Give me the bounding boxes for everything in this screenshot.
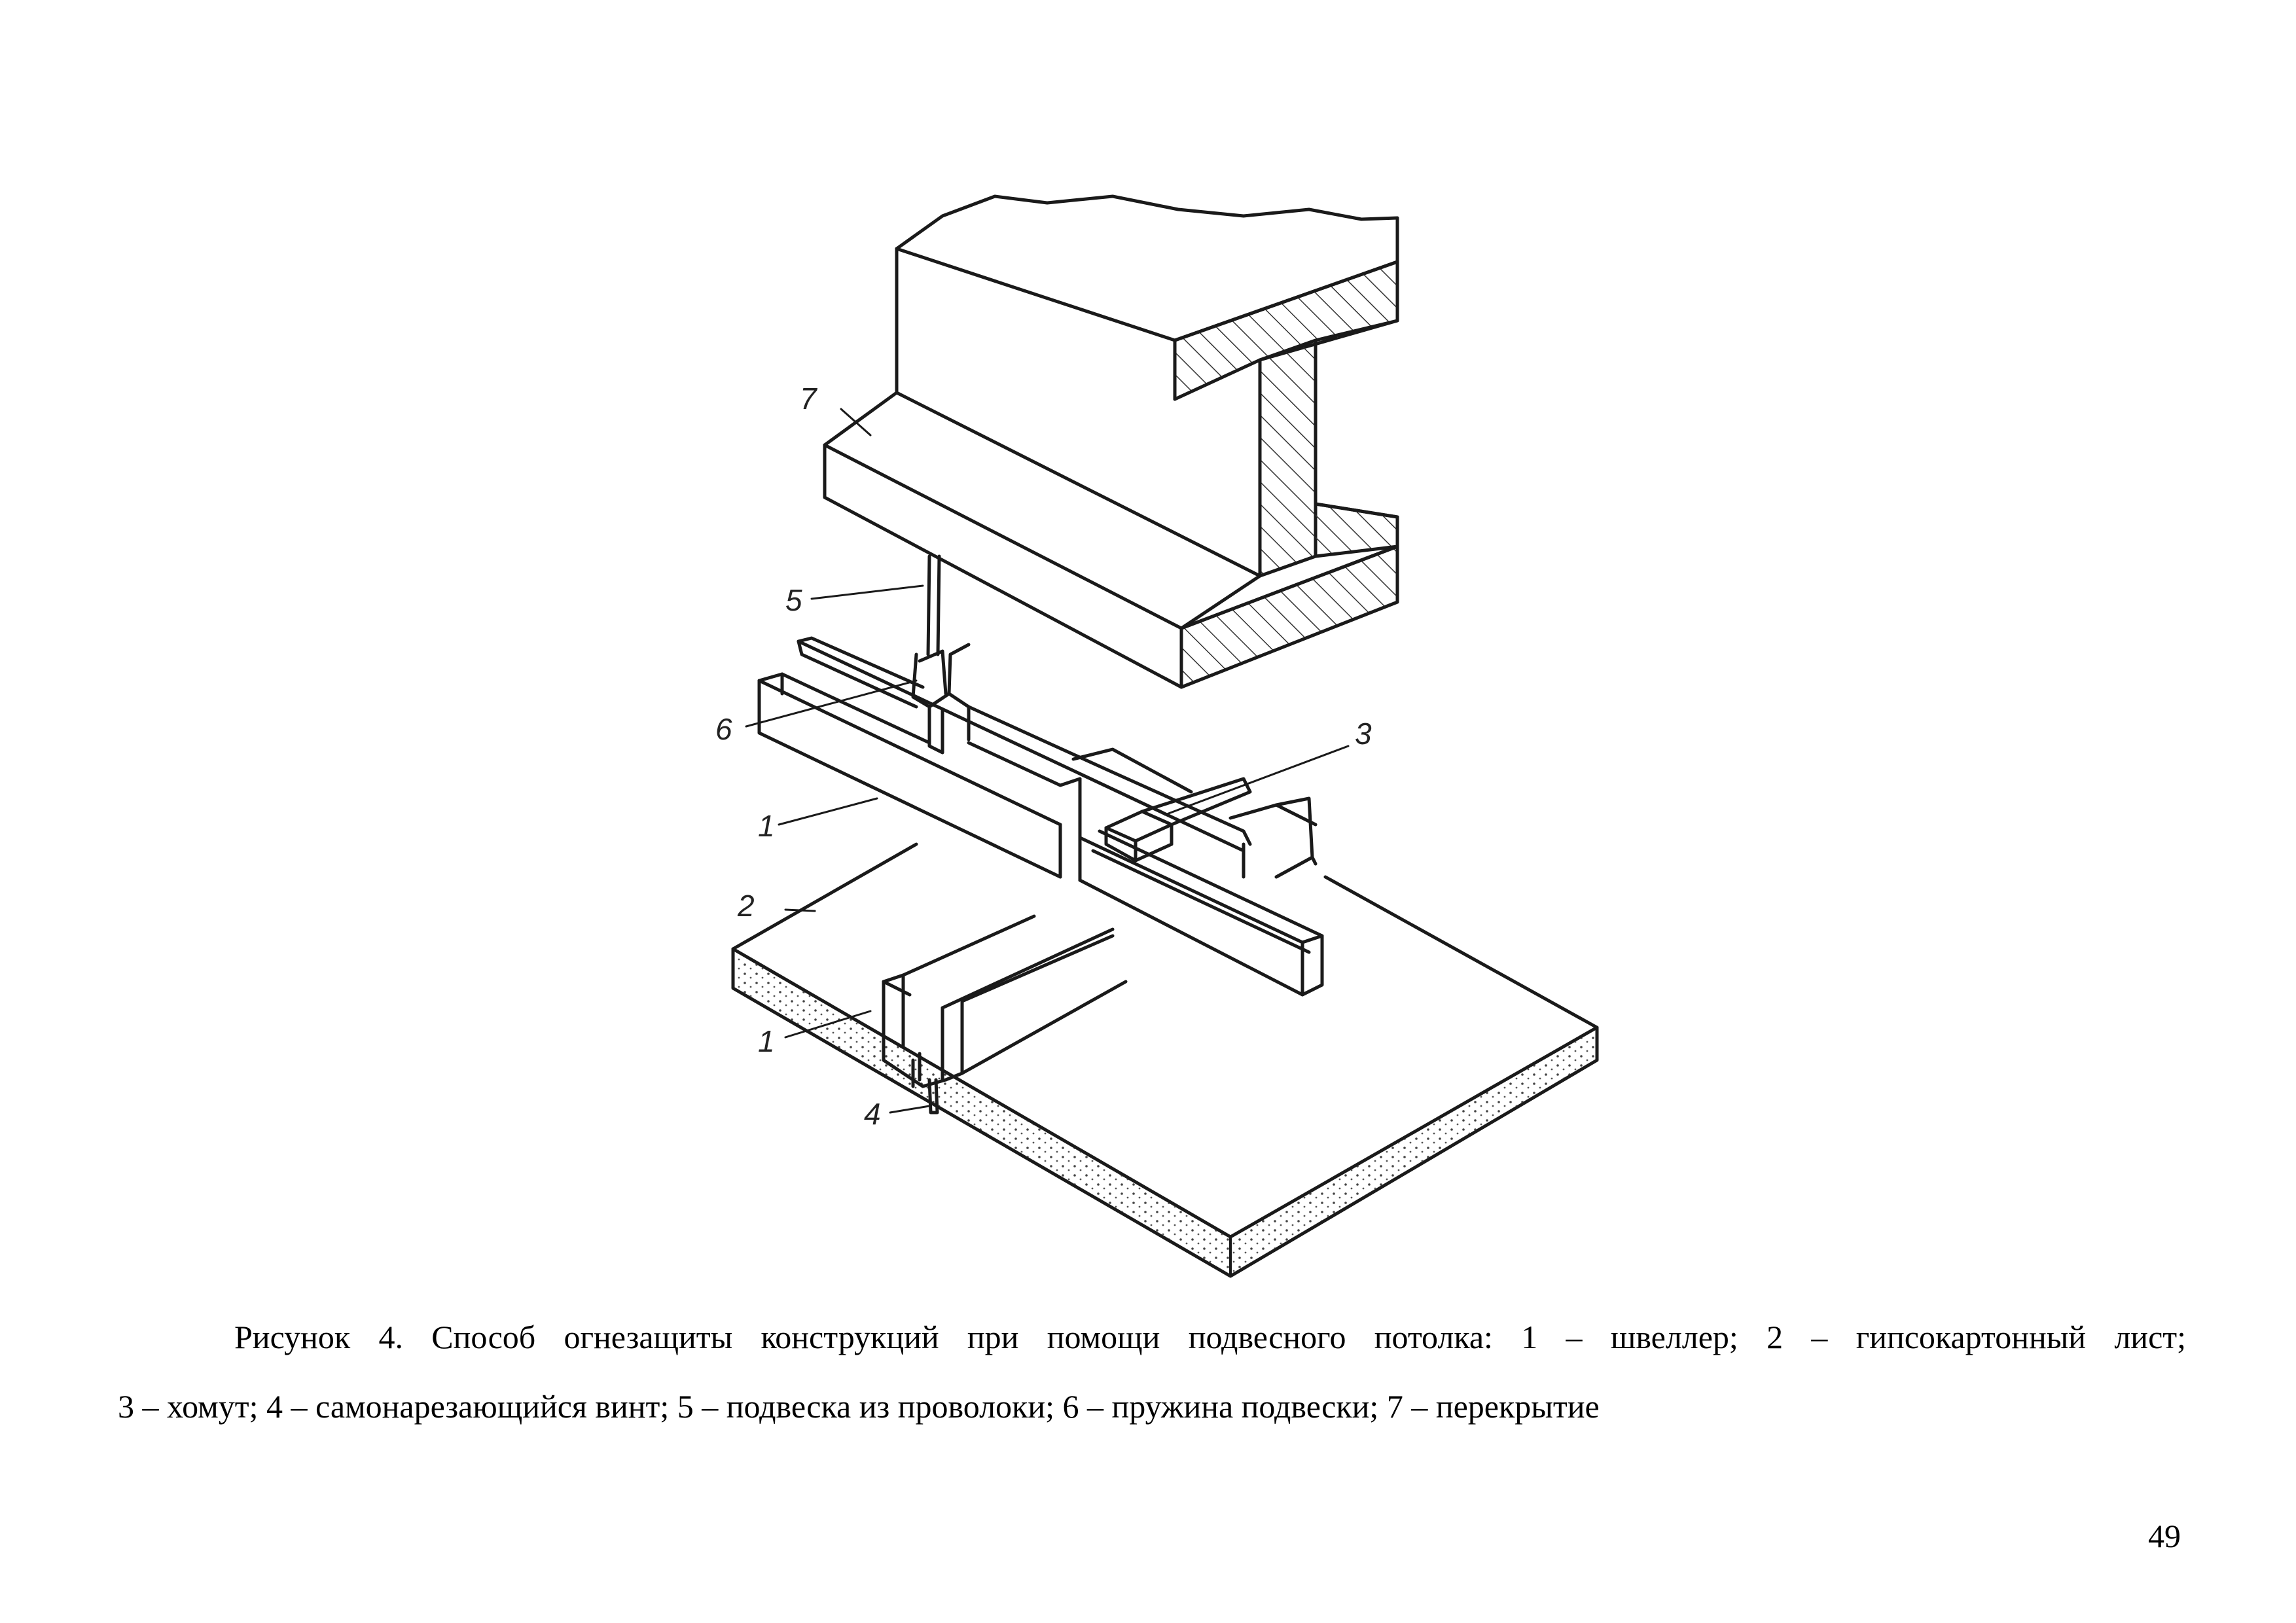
clamp [1104,777,1252,863]
label-3: 3 [1355,717,1372,751]
page-number: 49 [2148,1518,2181,1554]
caption-line-2: 3 – хомут; 4 – самонарезающийся винт; 5 … [118,1388,1600,1425]
label-5: 5 [785,583,802,617]
leader-lines [745,408,1350,1114]
self-tapping-screw [911,1052,939,1115]
floor-slab-beam [823,194,1399,689]
wire-hanger [926,554,941,656]
channel-cross-right [1071,747,1318,879]
label-1-upper: 1 [758,809,775,843]
hanger-spring [911,643,971,755]
figure-caption: Рисунок 4. Способ огнезащиты конструкций… [118,1302,2186,1441]
caption-line-1: Рисунок 4. Способ огнезащиты конструкций… [234,1319,2186,1355]
fire-protection-diagram: 7 5 6 3 1 2 1 4 [715,194,1599,1278]
label-2: 2 [737,889,755,923]
gypsum-board [731,842,1599,1278]
label-4: 4 [864,1097,881,1131]
label-6: 6 [715,712,732,746]
label-1-lower: 1 [758,1024,775,1058]
channel-lower [882,914,1128,1088]
label-7: 7 [800,382,817,416]
